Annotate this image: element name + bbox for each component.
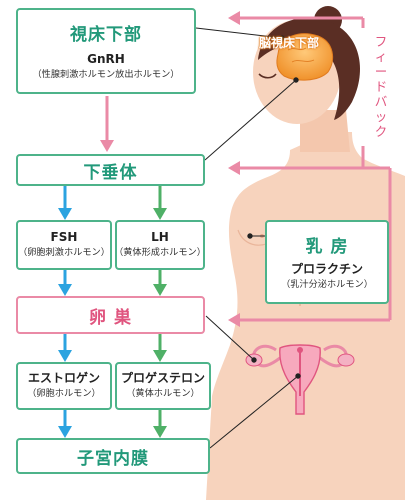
feedback-char: ッ <box>374 109 388 124</box>
estrogen-box: エストロゲン （卵胞ホルモン） <box>16 362 112 410</box>
progesterone-label: プロゲステロン <box>120 371 205 385</box>
ovary-title: 卵 巣 <box>89 307 132 328</box>
lh-description: （黄体形成ホルモン） <box>114 247 206 258</box>
fsh-label: FSH <box>50 230 78 244</box>
endometrium-title: 子宮内膜 <box>77 448 149 469</box>
breast-box: 乳 房 プロラクチン （乳汁分泌ホルモン） <box>265 220 389 304</box>
feedback-char: ィ <box>374 49 388 64</box>
breast-title: 乳 房 <box>305 236 349 257</box>
gnrh-label: GnRH <box>87 51 125 66</box>
closed-eye-icon <box>258 73 277 79</box>
fsh-description: （卵胞刺激ホルモン） <box>18 247 110 258</box>
estrogen-description: （卵胞ホルモン） <box>27 388 101 399</box>
progesterone-description: （黄体ホルモン） <box>126 388 200 399</box>
feedback-arrowheads <box>228 11 240 327</box>
feedback-char: ド <box>374 79 388 94</box>
brain-label: 脳視床下部 <box>259 36 320 50</box>
hypothalamus-title: 視床下部 <box>70 24 142 45</box>
prolactin-label: プロラクチン <box>290 261 363 276</box>
feedback-char: ク <box>374 124 388 139</box>
brain-icon <box>276 33 334 81</box>
lh-label: LH <box>151 230 169 244</box>
leader-lines <box>195 27 301 449</box>
progesterone-box: プロゲステロン （黄体ホルモン） <box>115 362 211 410</box>
feedback-label-bg <box>361 28 393 146</box>
fsh-box: FSH （卵胞刺激ホルモン） <box>16 220 112 270</box>
lh-box: LH （黄体形成ホルモン） <box>114 220 206 270</box>
pituitary-box: 下垂体 <box>16 154 205 186</box>
hypothalamus-box: 視床下部 GnRH （性腺刺激ホルモン放出ホルモン） <box>16 8 196 94</box>
ovary-box: 卵 巣 <box>16 296 205 334</box>
prolactin-description: （乳汁分泌ホルモン） <box>281 278 373 290</box>
feedback-char: フ <box>374 34 388 49</box>
feedback-char: バ <box>374 94 388 109</box>
gnrh-description: （性腺刺激ホルモン放出ホルモン） <box>32 68 180 80</box>
feedback-char: ー <box>374 64 388 79</box>
endometrium-box: 子宮内膜 <box>16 438 210 474</box>
pituitary-title: 下垂体 <box>83 162 138 183</box>
estrogen-label: エストロゲン <box>27 371 100 385</box>
feedback-label: フ ィ ー ド バ ッ ク <box>373 34 389 139</box>
